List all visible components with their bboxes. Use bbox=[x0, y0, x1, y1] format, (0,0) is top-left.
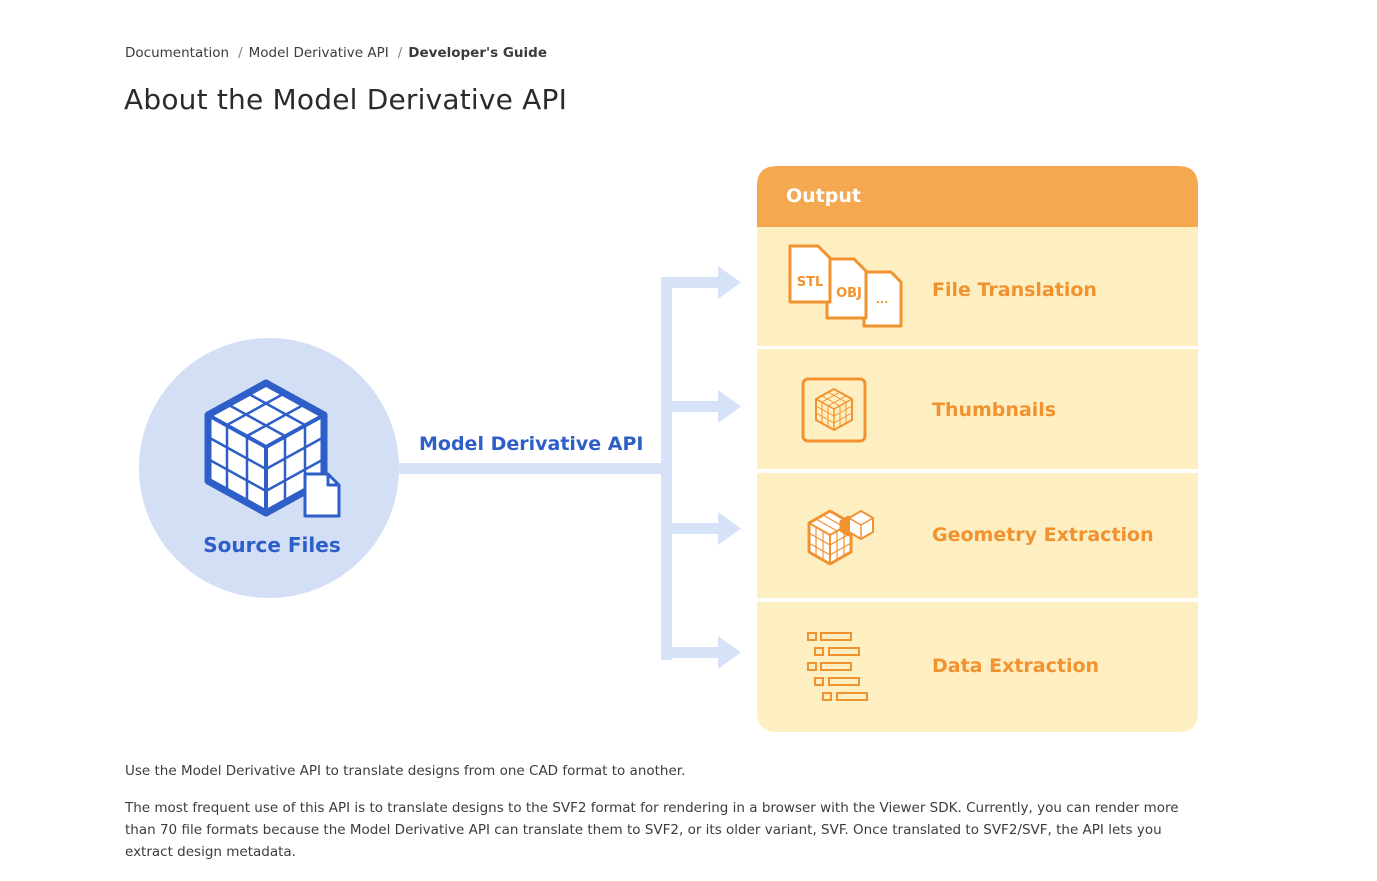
breadcrumb: Documentation / Model Derivative API / D… bbox=[125, 45, 547, 61]
connector-arrows bbox=[398, 266, 741, 669]
thumbnail-cube-icon bbox=[801, 377, 867, 443]
breadcrumb-separator: / bbox=[397, 45, 403, 61]
output-header: Output bbox=[786, 185, 861, 207]
output-label-file-translation: File Translation bbox=[932, 279, 1097, 301]
output-label-thumbnails: Thumbnails bbox=[932, 399, 1056, 421]
description-paragraph: The most frequent use of this API is to … bbox=[125, 800, 1179, 860]
page-title: About the Model Derivative API bbox=[124, 83, 568, 116]
cube-icon bbox=[204, 379, 328, 517]
geometry-cubes-icon bbox=[807, 509, 874, 566]
breadcrumb-item-model-derivative-api[interactable]: Model Derivative API bbox=[248, 45, 389, 61]
source-files-label: Source Files bbox=[203, 533, 340, 557]
api-label: Model Derivative API bbox=[419, 433, 644, 455]
intro-paragraph: Use the Model Derivative API to translat… bbox=[125, 763, 686, 779]
breadcrumb-item-documentation[interactable]: Documentation bbox=[125, 45, 230, 61]
output-label-geometry-extraction: Geometry Extraction bbox=[932, 524, 1154, 546]
breadcrumb-current: Developer's Guide bbox=[408, 45, 547, 61]
ellipsis-label: ... bbox=[876, 293, 889, 306]
output-label-data-extraction: Data Extraction bbox=[932, 655, 1099, 677]
obj-label: OBJ bbox=[836, 286, 862, 301]
file-formats-icon bbox=[788, 244, 903, 328]
data-list-icon bbox=[807, 632, 868, 701]
document-icon bbox=[303, 472, 341, 518]
breadcrumb-separator: / bbox=[238, 45, 243, 61]
stl-label: STL bbox=[797, 275, 824, 290]
